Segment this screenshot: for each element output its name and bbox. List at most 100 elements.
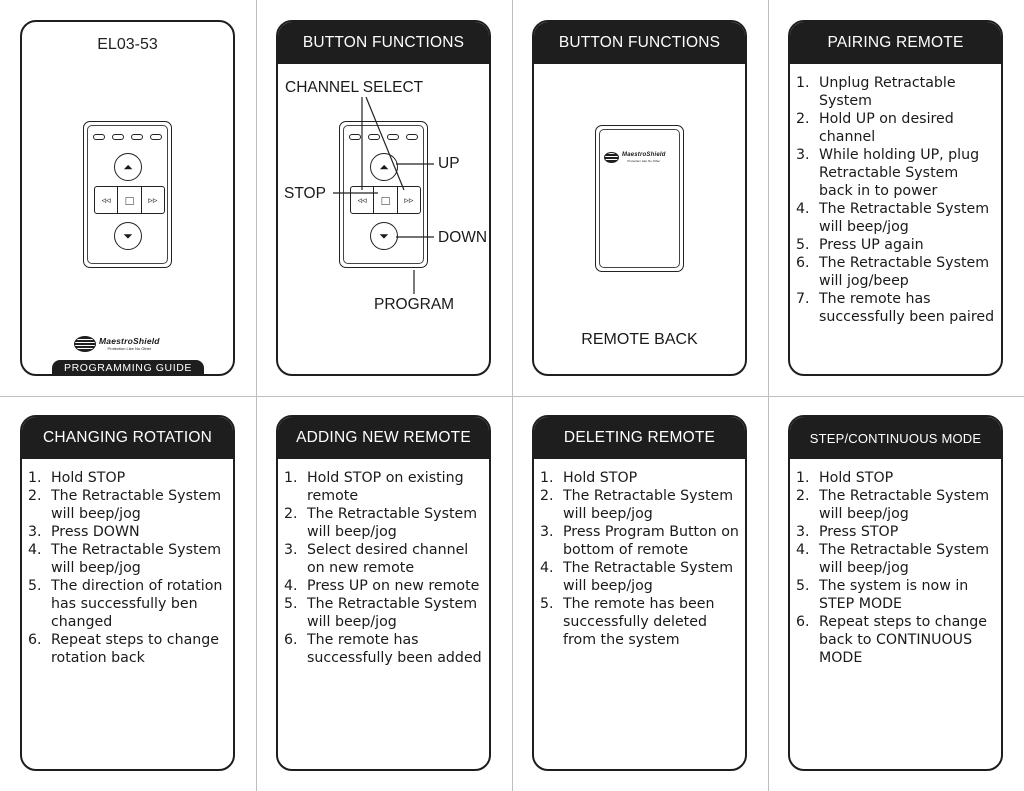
globe-icon: [74, 336, 96, 352]
remote-back-caption: REMOTE BACK: [581, 331, 698, 348]
down-label: DOWN: [438, 229, 488, 246]
list-item: 5.Press UP again: [796, 237, 924, 253]
stop-square-icon: □: [381, 192, 390, 208]
up-label: UP: [438, 155, 460, 172]
list-item: 6.The Retractable System will jog/beep: [796, 255, 990, 289]
list-item: 5.The direction of rotation has successf…: [28, 578, 223, 630]
rotation-steps: 1.Hold STOP 2.The Retractable System wil…: [22, 459, 233, 667]
list-item: 5.The system is now in STEP MODE: [796, 578, 969, 612]
stop-button: □: [373, 187, 396, 213]
remote-back-body: [599, 129, 680, 268]
remote-body: [343, 125, 424, 264]
list-item: 6.Repeat steps to change back to CONTINU…: [796, 614, 988, 666]
forward-icon: ▹▹: [148, 194, 158, 205]
list-item: 2.The Retractable System will beep/jog: [796, 488, 990, 522]
forward-button: ▹▹: [140, 187, 164, 213]
list-item: 1.Hold STOP: [540, 470, 638, 486]
card-title: DELETING REMOTE: [534, 417, 745, 459]
control-row: ◃◃ □ ▹▹: [94, 186, 165, 214]
channel-led: [387, 134, 399, 140]
down-triangle-icon: ⏷: [123, 229, 133, 243]
up-triangle-icon: ⏶: [123, 160, 133, 174]
remote-back-card: BUTTON FUNCTIONS MaestroShield Protectio…: [532, 20, 747, 376]
brand-logo: MaestroShield Protection Like No Other: [604, 152, 666, 163]
row-divider: [0, 396, 1024, 397]
button-functions-card: BUTTON FUNCTIONS ⏶ ◃◃ □ ▹▹ ⏷ CHANNEL SEL…: [276, 20, 491, 376]
card-title: STEP/CONTINUOUS MODE: [790, 417, 1001, 459]
channel-led: [368, 134, 380, 140]
card-title: BUTTON FUNCTIONS: [278, 22, 489, 64]
model-number: EL03-53: [97, 36, 158, 53]
brand-name: MaestroShield: [99, 336, 160, 346]
list-item: 2.The Retractable System will beep/jog: [284, 506, 478, 540]
rewind-icon: ◃◃: [357, 194, 367, 205]
forward-button: ▹▹: [396, 187, 420, 213]
up-triangle-icon: ⏶: [379, 160, 389, 174]
list-item: 1.Hold STOP: [796, 470, 894, 486]
remote-front-illustration: ⏶ ◃◃ □ ▹▹ ⏷: [339, 121, 428, 268]
channel-led: [131, 134, 143, 140]
control-row: ◃◃ □ ▹▹: [350, 186, 421, 214]
list-item: 3.Press DOWN: [28, 524, 140, 540]
up-button: ⏶: [114, 153, 142, 181]
brand-tagline: Protection Like No Other: [107, 346, 152, 351]
stop-label: STOP: [284, 185, 326, 202]
down-triangle-icon: ⏷: [379, 229, 389, 243]
callout-lines: [333, 96, 434, 294]
remote-body: [87, 125, 168, 264]
brand-logo: MaestroShield Protection Like No Other: [74, 336, 160, 352]
list-item: 7.The remote has successfully been paire…: [796, 291, 995, 325]
card-title: CHANGING ROTATION: [22, 417, 233, 459]
brand-tagline: Protection Like No Other: [627, 159, 661, 163]
brand-name: MaestroShield: [622, 152, 666, 158]
list-item: 4.The Retractable System will beep/jog: [28, 542, 222, 576]
remote-back-illustration: MaestroShield Protection Like No Other: [595, 125, 684, 272]
adding-remote-card: ADDING NEW REMOTE 1.Hold STOP on existin…: [276, 415, 491, 771]
list-item: 4.The Retractable System will beep/jog: [796, 542, 990, 576]
rewind-button: ◃◃: [95, 187, 117, 213]
list-item: 1.Unplug Retractable System: [796, 75, 956, 109]
list-item: 1.Hold STOP: [28, 470, 126, 486]
down-button: ⏷: [370, 222, 398, 250]
channel-led: [150, 134, 162, 140]
forward-icon: ▹▹: [404, 194, 414, 205]
step-mode-steps: 1.Hold STOP 2.The Retractable System wil…: [790, 459, 1001, 667]
list-item: 5.The remote has been successfully delet…: [540, 596, 715, 648]
list-item: 4.The Retractable System will beep/jog: [540, 560, 734, 594]
list-item: 2.Hold UP on desired channel: [796, 111, 954, 145]
up-button: ⏶: [370, 153, 398, 181]
list-item: 6.The remote has successfully been added: [284, 632, 482, 666]
list-item: 3.Press Program Button on bottom of remo…: [540, 524, 739, 558]
list-item: 2.The Retractable System will beep/jog: [540, 488, 734, 522]
channel-arrow-line: [365, 96, 405, 191]
program-label: PROGRAM: [374, 296, 455, 313]
list-item: 3.Select desired channel on new remote: [284, 542, 469, 576]
list-item: 3.Press STOP: [796, 524, 899, 540]
deleting-steps: 1.Hold STOP 2.The Retractable System wil…: [534, 459, 745, 649]
list-item: 2.The Retractable System will beep/jog: [28, 488, 222, 522]
card-title: PAIRING REMOTE: [790, 22, 1001, 64]
list-item: 4.The Retractable System will beep/jog: [796, 201, 990, 235]
list-item: 3.While holding UP, plug Retractable Sys…: [796, 147, 980, 199]
pairing-steps: 1.Unplug Retractable System 2.Hold UP on…: [790, 64, 1001, 326]
channel-led: [406, 134, 418, 140]
step-mode-card: STEP/CONTINUOUS MODE 1.Hold STOP 2.The R…: [788, 415, 1003, 771]
rewind-icon: ◃◃: [101, 194, 111, 205]
list-item: 1.Hold STOP on existing remote: [284, 470, 464, 504]
remote-front-illustration: ⏶ ◃◃ □ ▹▹ ⏷: [83, 121, 172, 268]
list-item: 4.Press UP on new remote: [284, 578, 480, 594]
channel-led: [349, 134, 361, 140]
channel-led: [112, 134, 124, 140]
cover-card: EL03-53 ⏶ ◃◃ □ ▹▹ ⏷ MaestroShield Protec…: [20, 20, 235, 376]
list-item: 5.The Retractable System will beep/jog: [284, 596, 478, 630]
adding-steps: 1.Hold STOP on existing remote 2.The Ret…: [278, 459, 489, 667]
pairing-remote-card: PAIRING REMOTE 1.Unplug Retractable Syst…: [788, 20, 1003, 376]
column-divider: [256, 0, 257, 791]
list-item: 6.Repeat steps to change rotation back: [28, 632, 220, 666]
changing-rotation-card: CHANGING ROTATION 1.Hold STOP 2.The Retr…: [20, 415, 235, 771]
column-divider: [768, 0, 769, 791]
column-divider: [512, 0, 513, 791]
programming-guide-tab: PROGRAMMING GUIDE: [52, 360, 204, 376]
channel-led: [93, 134, 105, 140]
globe-icon: [604, 152, 619, 163]
